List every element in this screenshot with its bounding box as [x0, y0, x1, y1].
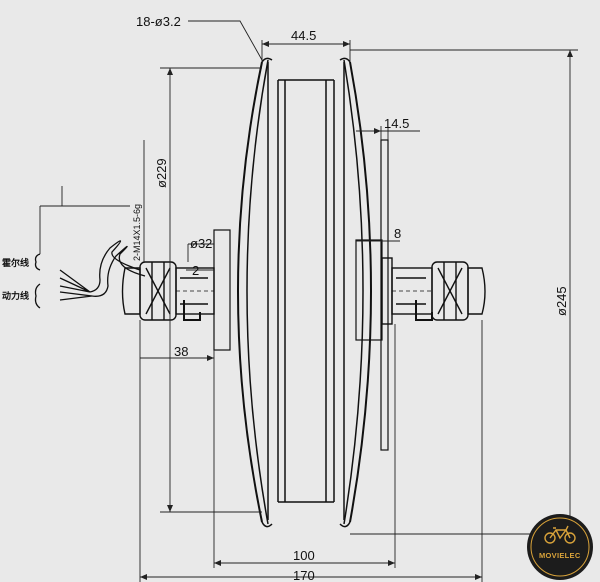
dim-small-left: 2: [192, 263, 199, 278]
dimension-lines: [39, 20, 578, 582]
dim-offset: 38: [174, 344, 188, 359]
logo-text: MOVIELEC: [539, 551, 581, 560]
hub-body: [213, 57, 389, 528]
dim-holes: 18-ø3.2: [136, 14, 181, 29]
dim-dia-outer: ø245: [554, 286, 569, 316]
cable-label-lower: 动力线: [2, 290, 29, 301]
bicycle-icon: [544, 525, 576, 544]
movielec-logo: MOVIELEC: [527, 514, 593, 580]
dim-thread: 2-M14X1.5-6g: [132, 204, 142, 261]
dim-flange-dia: ø32: [190, 236, 212, 251]
left-axle: [121, 261, 215, 321]
cable-label-upper: 霍尔线: [2, 257, 29, 268]
dim-dia-rim: ø229: [154, 158, 169, 188]
dim-thickness: 14.5: [384, 116, 409, 131]
dim-width-top: 44.5: [291, 28, 316, 43]
motor-cable: [34, 240, 146, 309]
dim-width-total: 170: [293, 568, 315, 582]
right-axle: [381, 257, 486, 325]
dim-small-right: 8: [394, 226, 401, 241]
dim-width-mid: 100: [293, 548, 315, 563]
